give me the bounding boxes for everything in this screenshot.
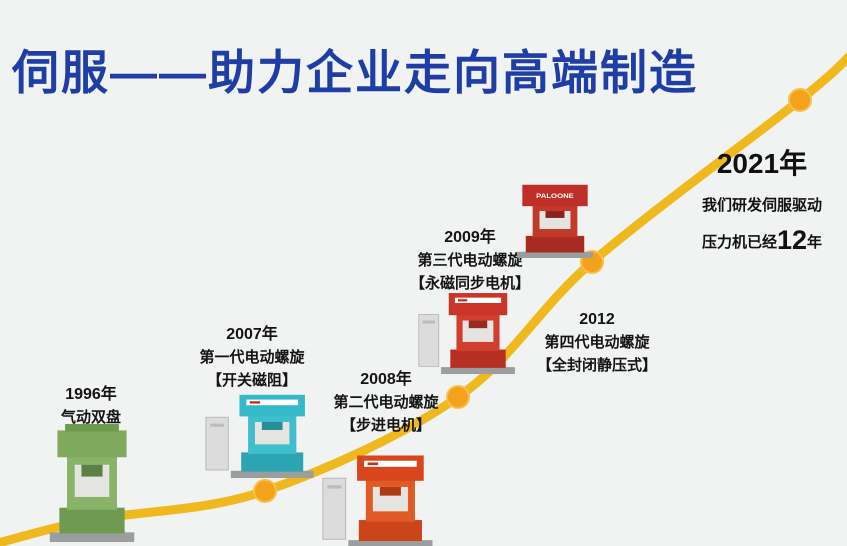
milestone-line: 第三代电动螺旋: [417, 252, 523, 269]
cabinet-vent: [327, 485, 342, 489]
year-label: 2008年: [360, 371, 412, 388]
milestone-line: 【永磁同步电机】: [409, 275, 530, 292]
year-label: 2007年: [226, 326, 278, 343]
machine-ram: [261, 422, 283, 430]
year-label: 2009年: [444, 229, 496, 246]
machine-crown: [239, 394, 305, 417]
brand-stripe: [454, 297, 502, 303]
endpoint-line2: 压力机已经12年: [678, 225, 846, 256]
endpoint-line2-suffix: 年: [807, 234, 823, 251]
year-label: 1996年: [65, 386, 117, 403]
machine-crown: [522, 184, 588, 207]
milestone-marker-2021: [788, 88, 812, 112]
machine-base: [358, 520, 422, 542]
endpoint-line1: 我们研发伺服驱动: [701, 197, 822, 214]
machine-foot: [517, 251, 593, 258]
machine-base: [59, 507, 125, 534]
machine-crown: [357, 455, 424, 481]
control-cabinet: [205, 416, 229, 471]
milestone-block-2009: 2009年 第三代电动螺旋 【永磁同步电机】: [395, 226, 545, 295]
machine-foot: [441, 367, 515, 374]
endpoint-block-2021: 2021年 我们研发伺服驱动 压力机已经12年: [678, 142, 846, 256]
brand-stripe: [246, 399, 299, 406]
milestone-marker-2007: [253, 479, 277, 503]
brand-logo-mark: [458, 299, 468, 302]
machine-base: [525, 235, 585, 253]
press-machine-2009-illustration: [418, 290, 518, 374]
control-cabinet: [322, 477, 347, 540]
machine-foot: [49, 532, 135, 542]
machine-foot: [348, 540, 433, 546]
brand-logo-mark: [249, 401, 261, 404]
milestone-line: 气动双盘: [60, 409, 121, 426]
press-machine-2008-illustration: [322, 452, 436, 546]
machine-base: [450, 349, 506, 368]
milestone-line: 第一代电动螺旋: [199, 349, 305, 366]
year-label: 2012: [579, 311, 615, 328]
machine-ram: [545, 211, 565, 218]
brand-logo-mark: [367, 462, 379, 466]
machine-cap: [65, 424, 119, 432]
milestone-block-2007: 2007年 第一代电动螺旋 【开关磁阻】: [182, 323, 322, 392]
milestone-marker-2008: [446, 385, 470, 409]
machine-foot: [230, 470, 314, 478]
milestone-line: 第二代电动螺旋: [333, 394, 439, 411]
machine-crown: [57, 430, 127, 458]
press-machine-2012-illustration: PALOONE: [512, 182, 598, 258]
machine-ram: [81, 464, 103, 477]
milestone-line: 第四代电动螺旋: [544, 334, 650, 351]
cabinet-vent: [210, 423, 224, 427]
cabinet-vent: [422, 320, 435, 324]
page-title: 伺服——助力企业走向高端制造: [12, 46, 698, 99]
milestone-block-1996: 1996年 气动双盘: [21, 383, 161, 429]
machine-crown: [448, 293, 508, 316]
endpoint-line2-prefix: 压力机已经: [701, 234, 777, 251]
milestone-block-2008: 2008年 第二代电动螺旋 【步进电机】: [316, 368, 456, 437]
control-cabinet: [418, 314, 440, 367]
machine-base: [241, 452, 304, 472]
milestone-line: 【步进电机】: [340, 417, 431, 434]
endpoint-years-count: 12: [776, 225, 808, 255]
milestone-block-2012: 2012 第四代电动螺旋 【全封闭静压式】: [522, 308, 672, 377]
press-machine-1996-illustration: [44, 424, 140, 542]
milestone-line: 【全封闭静压式】: [536, 357, 657, 374]
machine-ram: [379, 486, 401, 496]
press-machine-2007-illustration: [205, 390, 317, 478]
endpoint-year: 2021年: [716, 148, 808, 179]
machine-ram: [468, 320, 488, 329]
machine-brand-label: PALOONE: [536, 193, 574, 199]
milestone-line: 【开关磁阻】: [206, 372, 297, 389]
brand-stripe: [364, 460, 417, 467]
